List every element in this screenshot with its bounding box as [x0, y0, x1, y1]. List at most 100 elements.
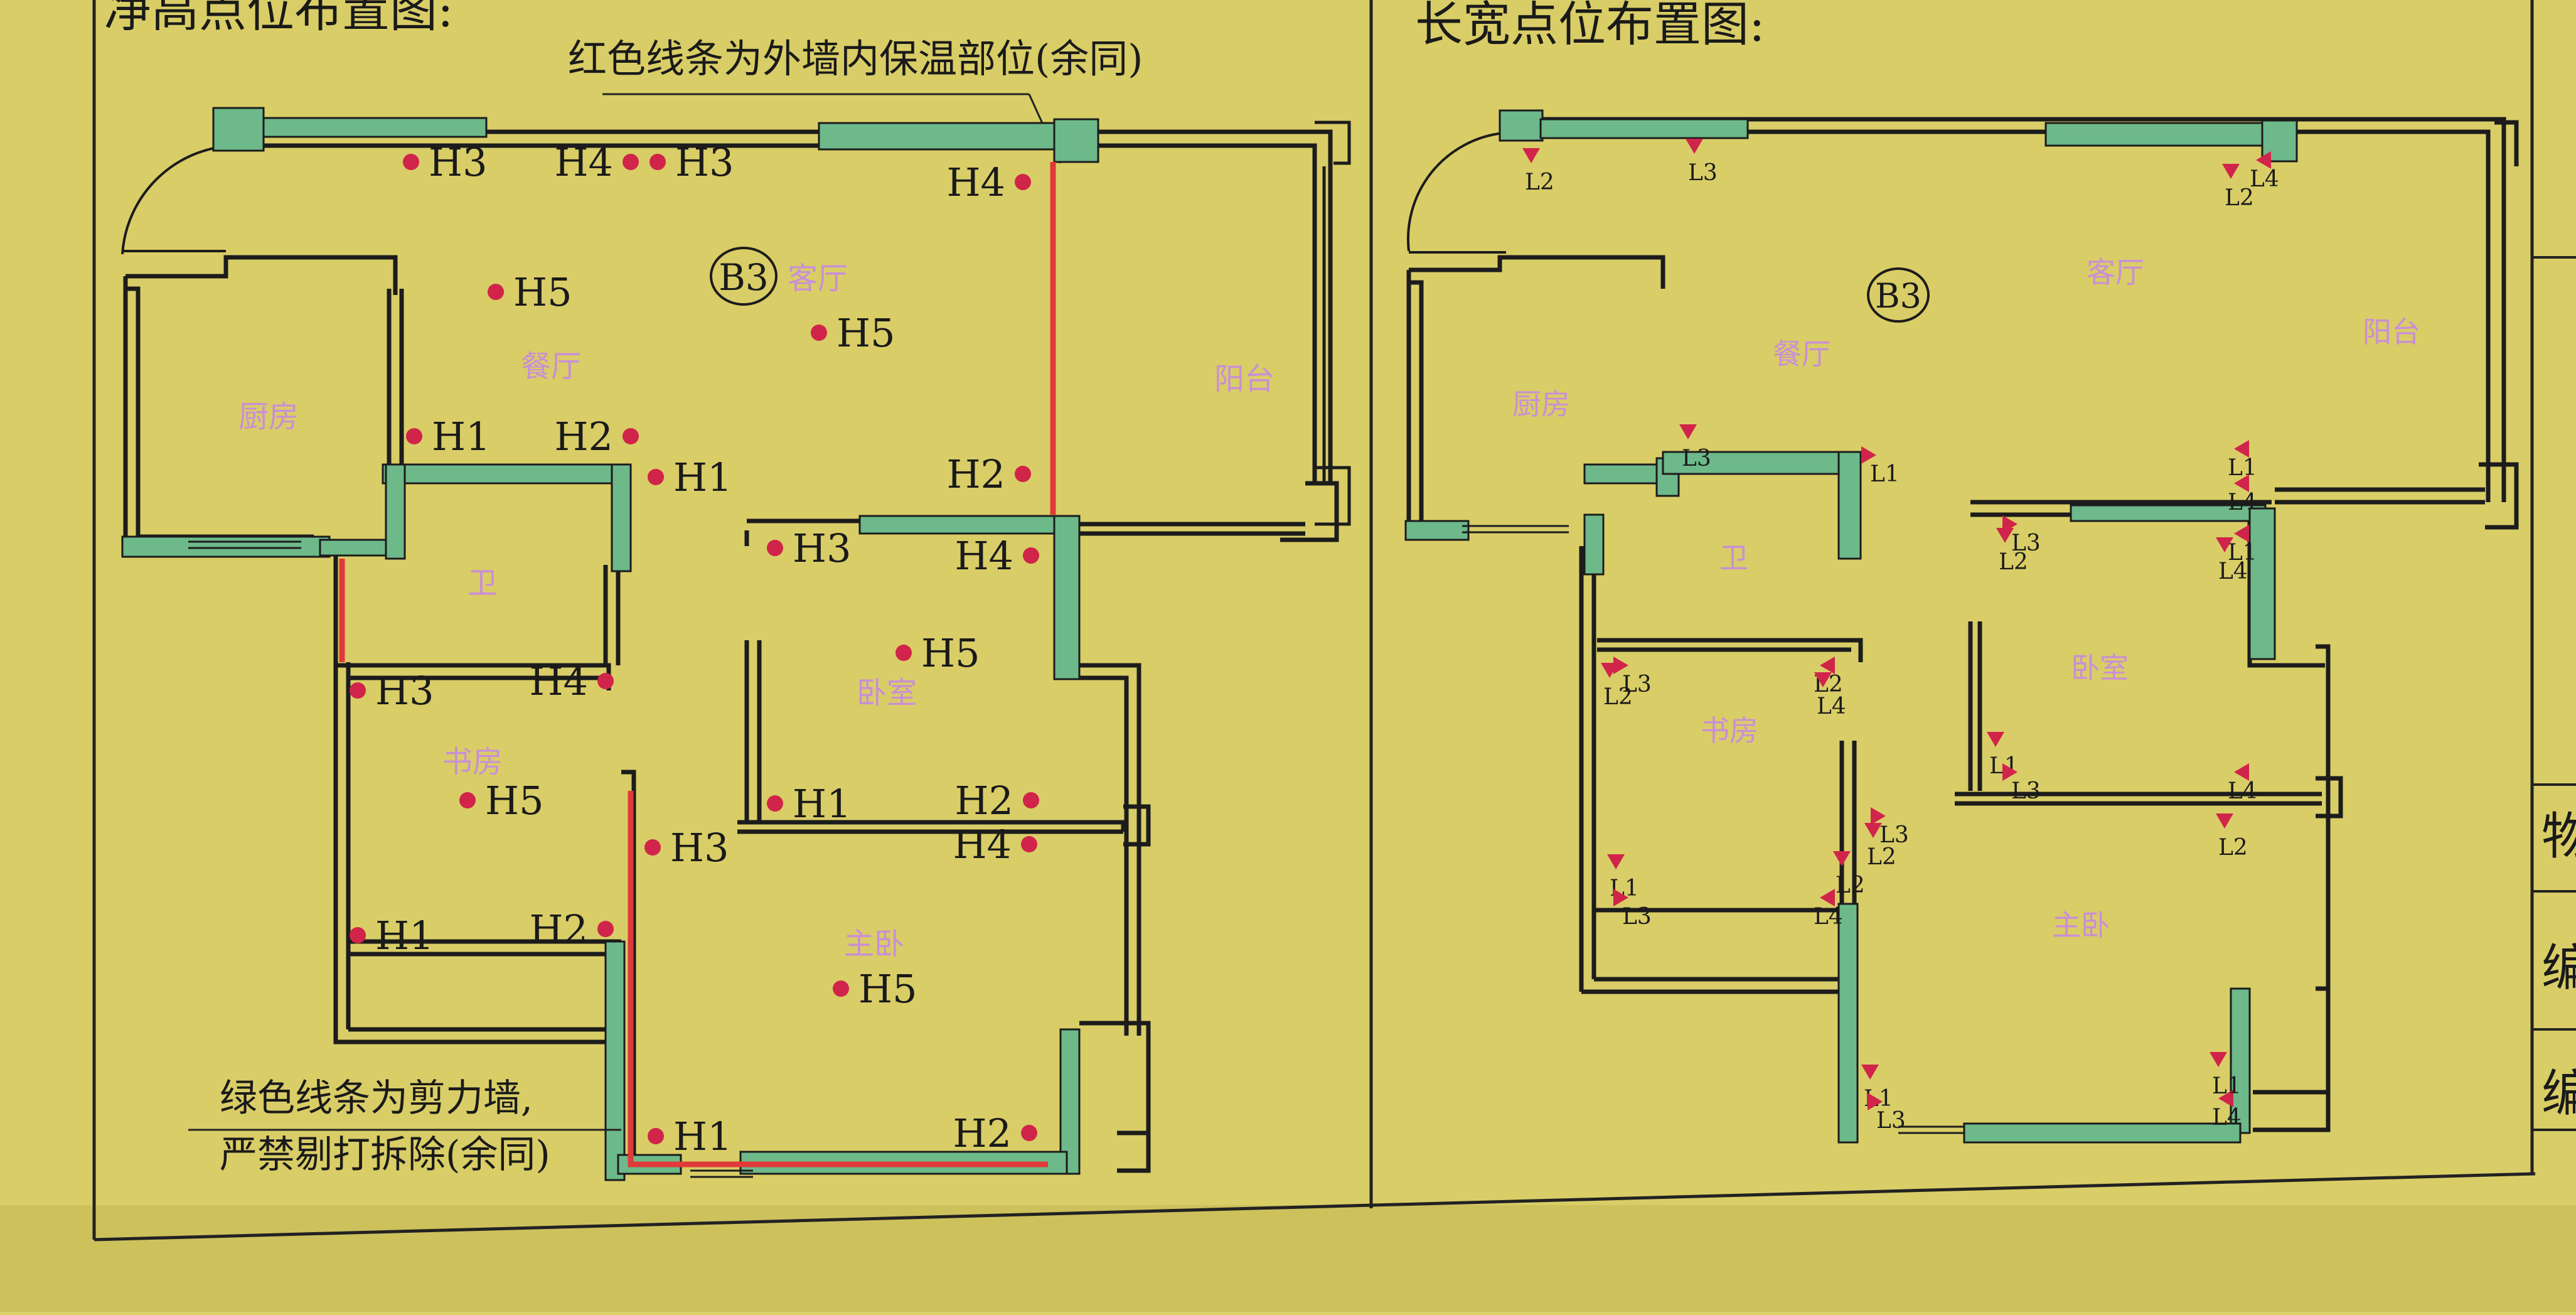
room-label: 主卧 [844, 926, 904, 962]
height-point-label: H1 [432, 414, 491, 459]
room-label: 卧室 [857, 675, 917, 711]
dimension-marker-label: L3 [2011, 530, 2041, 556]
room-label: 卫 [468, 566, 498, 601]
dimension-marker-arrow [1861, 1065, 1879, 1080]
height-point-label: H4 [953, 822, 1012, 867]
height-point-dot [623, 428, 639, 444]
dimension-marker-label: L1 [2212, 1073, 2242, 1099]
dimension-marker-label: L2 [1525, 169, 1554, 195]
height-point-label: H1 [793, 781, 852, 827]
dimension-marker-arrow [1820, 889, 1835, 906]
dimension-marker-arrow [1820, 657, 1835, 674]
dimension-marker-arrow [2234, 525, 2249, 542]
green-line-note: 严禁剔打拆除(余同) [220, 1133, 550, 1177]
room-label: 主卧 [2052, 908, 2110, 942]
dimension-marker-arrow [1868, 1093, 1883, 1110]
height-point-label: H1 [673, 1114, 732, 1159]
height-point-label: H2 [953, 1110, 1012, 1156]
dimension-marker-arrow [2218, 1090, 2233, 1107]
height-point-dot [623, 154, 639, 170]
height-point-dot [403, 154, 419, 170]
room-label: 厨房 [1512, 387, 1570, 421]
dimension-marker-arrow [2234, 763, 2249, 781]
dimension-marker-label: L4 [1814, 904, 1843, 930]
frame-bottom [94, 1172, 2536, 1242]
height-point-label: H3 [375, 668, 434, 714]
dimension-marker-label: L2 [2218, 835, 2248, 861]
height-point-dot [1015, 466, 1031, 482]
height-point-dot [488, 284, 504, 300]
dimension-marker-arrow [1613, 889, 1628, 906]
dimension-marker-arrow [2002, 763, 2018, 781]
dimension-marker-arrow [2234, 475, 2249, 492]
dimension-marker-label: L3 [2011, 778, 2041, 804]
dimension-marker-label: L2 [1603, 684, 1633, 710]
room-label: 卧室 [2071, 651, 2129, 685]
room-label: 餐厅 [1773, 337, 1830, 371]
height-point-label: H4 [946, 159, 1005, 205]
dimension-marker-arrow [2256, 151, 2271, 169]
right-panel-title: 长宽点位布置图: [1415, 0, 1765, 52]
height-point-dot [597, 921, 614, 937]
shear-walls [121, 107, 1099, 1181]
dimension-marker-label: L4 [1817, 694, 1846, 719]
dimension-marker-arrow [1987, 732, 2004, 747]
paper-bottom-margin [0, 1205, 2576, 1312]
height-point-label: H3 [670, 825, 729, 871]
dimension-marker-arrow [1522, 148, 1540, 163]
green-line-note: 绿色线条为剪力墙, [220, 1076, 533, 1120]
height-point-label: H5 [513, 269, 572, 315]
room-label: 客厅 [2087, 255, 2144, 289]
height-point-label: H5 [836, 310, 895, 356]
dimension-marker-label: L3 [1876, 1108, 1906, 1134]
height-point-dot [833, 980, 849, 997]
height-point-dot [767, 795, 783, 812]
dimension-marker-label: L2 [1867, 844, 1896, 870]
dimension-marker-arrow [2210, 1052, 2227, 1067]
dimension-marker-arrow [2234, 440, 2249, 458]
room-label: 餐厅 [521, 349, 581, 384]
height-point-dot [350, 927, 366, 943]
side-table-cell: 物 [2541, 807, 2576, 866]
dimension-marker-label: L3 [1688, 160, 1718, 186]
dimension-marker-label: L1 [1870, 461, 1900, 487]
height-point-dot [811, 325, 827, 341]
dimension-marker-arrow [1833, 851, 1851, 866]
dimension-marker-arrow [2002, 515, 2018, 533]
height-point-dot [1015, 174, 1031, 190]
dimension-marker-label: L4 [2212, 1105, 2242, 1130]
side-table: 物 编 编 [2532, 256, 2576, 1131]
height-point-label: H1 [375, 913, 434, 958]
left-panel-title: 净高点位布置图: [104, 0, 454, 38]
dimension-marker-label: L1 [2228, 540, 2257, 566]
height-point-label: H5 [921, 630, 980, 676]
dimension-marker-label: L4 [2218, 559, 2248, 584]
red-line-note: 红色线条为外墙内保温部位(余同) [568, 36, 1143, 82]
dimension-marker-label: L4 [2250, 166, 2279, 192]
height-point-label: H1 [673, 454, 732, 500]
dimension-marker-arrow [2216, 813, 2233, 829]
dimension-marker-arrow [2216, 537, 2233, 552]
height-point-dot [648, 1128, 664, 1144]
height-point-label: H4 [554, 139, 613, 185]
left-floor-plan: 净高点位布置图: 红色线条为外墙内保温部位(余同) [104, 0, 1351, 1181]
svg-text:B3: B3 [719, 256, 769, 299]
dimension-marker-label: L2 [2225, 185, 2254, 211]
height-point-label: H2 [554, 414, 613, 459]
dimension-marker-label: L2 [1999, 549, 2028, 575]
dimension-marker-arrow [1871, 807, 1886, 825]
dimension-marker-label: L1 [2228, 455, 2257, 481]
height-point-label: H2 [954, 778, 1013, 824]
dimension-marker-label: L4 [2228, 490, 2257, 515]
dimension-marker-arrow [1864, 823, 1882, 838]
height-point-dot [350, 682, 366, 699]
dimension-marker-label: L2 [1836, 872, 1865, 898]
dimension-marker-arrow [2222, 164, 2240, 179]
dimension-marker-label: L3 [1622, 904, 1652, 930]
dimension-marker-label: L3 [1622, 672, 1652, 697]
window-marks [1462, 525, 1964, 1134]
unit-badge: B3 [710, 247, 778, 306]
dimension-marker-arrow [1679, 424, 1697, 439]
